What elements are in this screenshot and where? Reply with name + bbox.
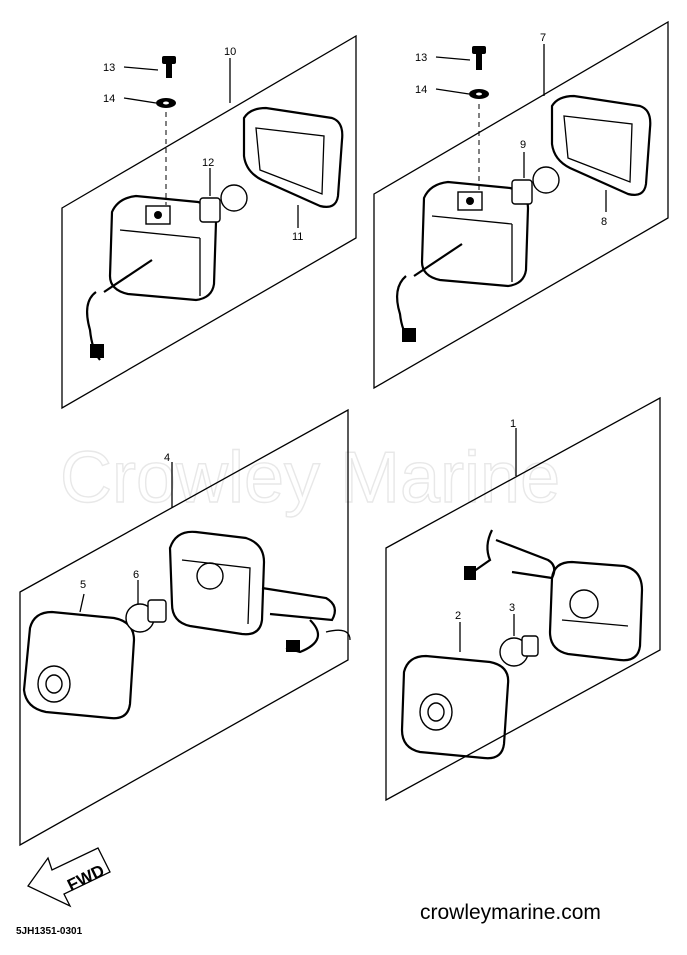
watermark-text: Crowley Marine: [60, 438, 560, 518]
callout-11: 11: [292, 231, 303, 243]
wire-harness-icon: [395, 243, 463, 342]
callout-14: 14: [103, 93, 115, 105]
lens-icon: [550, 94, 652, 196]
callout-8: 8: [601, 216, 607, 228]
callout-2: 2: [455, 610, 461, 622]
washer-icon: [469, 89, 489, 99]
callout-5: 5: [80, 579, 86, 591]
screw-icon: [472, 46, 486, 70]
callout-10: 10: [224, 46, 236, 58]
turn-signal-housing-icon: [108, 194, 218, 302]
lens-icon: [242, 106, 344, 208]
callout-6: 6: [133, 569, 139, 581]
callout-13: 13: [415, 52, 427, 64]
turn-signal-housing-icon: [168, 530, 266, 636]
panel-assembly-1: 1 2 3: [385, 396, 661, 802]
turn-signal-housing-icon: [420, 180, 530, 288]
wire-harness-icon: [261, 586, 351, 654]
turn-signal-housing-icon: [548, 560, 644, 662]
callout-1: 1: [510, 418, 516, 430]
lens-icon: [400, 654, 510, 760]
bulb-icon: [125, 599, 167, 633]
fwd-label: FWD: [64, 861, 107, 895]
callout-13: 13: [103, 62, 115, 74]
callout-4: 4: [164, 452, 170, 464]
bulb-icon: [499, 635, 539, 667]
panel-assembly-4: 4 5 6: [19, 408, 351, 847]
screw-icon: [162, 56, 176, 78]
wire-harness-icon: [464, 529, 556, 580]
callout-9: 9: [520, 139, 526, 151]
forward-arrow-icon: FWD: [27, 847, 111, 908]
wire-harness-icon: [85, 259, 153, 361]
washer-icon: [156, 98, 176, 108]
callout-7: 7: [540, 32, 546, 44]
lens-icon: [22, 610, 136, 720]
panel-assembly-7: 13 14 7 9 8: [373, 20, 669, 390]
callout-3: 3: [509, 602, 515, 614]
callout-12: 12: [202, 157, 214, 169]
bulb-icon: [199, 184, 248, 223]
callout-14: 14: [415, 84, 427, 96]
panel-assembly-10: 13 14 10 12 11: [61, 34, 357, 410]
bulb-icon: [511, 166, 560, 205]
site-url: crowleymarine.com: [420, 901, 601, 924]
diagram-code: 5JH1351-0301: [16, 926, 83, 937]
